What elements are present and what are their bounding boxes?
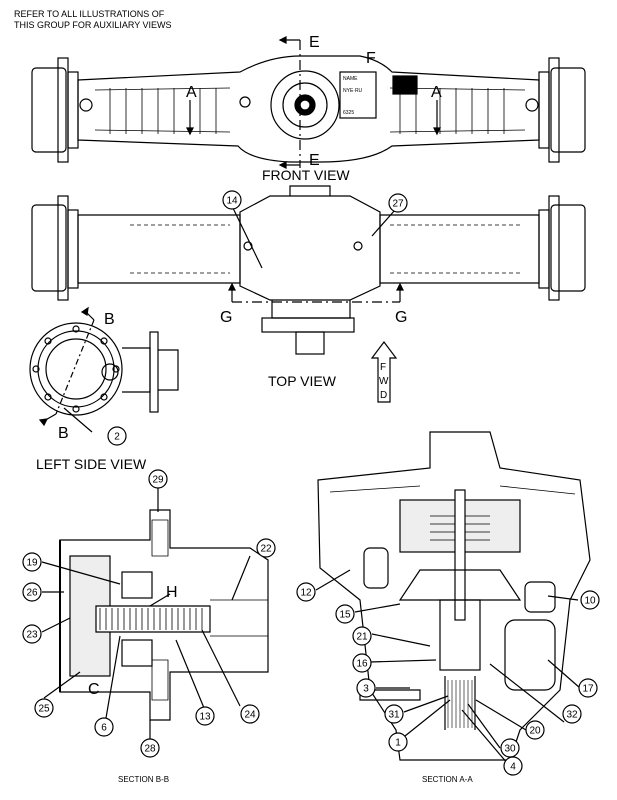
svg-text:15: 15 [339, 610, 351, 621]
left-side-view-drawing [29, 306, 179, 433]
label-e-top: E [309, 34, 320, 51]
callout-31: 31 [384, 704, 404, 724]
callout-3: 3 [356, 678, 376, 698]
fwd-w: W [379, 376, 389, 387]
svg-text:20: 20 [529, 726, 541, 737]
svg-text:12: 12 [300, 588, 312, 599]
svg-text:21: 21 [356, 632, 368, 643]
label-b-top: B [104, 311, 115, 328]
callout-27: 27 [388, 193, 408, 213]
svg-text:25: 25 [38, 704, 50, 715]
svg-text:17: 17 [582, 684, 594, 695]
top-view-drawing [31, 185, 586, 403]
svg-text:19: 19 [26, 558, 38, 569]
callout-12: 12 [296, 582, 316, 602]
fwd-d: D [380, 390, 387, 401]
front-view-title: FRONT VIEW [262, 167, 350, 183]
callout-24: 24 [240, 704, 260, 724]
callout-25: 25 [34, 698, 54, 718]
callout-30: 30 [500, 738, 520, 758]
svg-text:32: 32 [566, 710, 578, 721]
label-c: C [88, 681, 100, 698]
callout-13: 13 [195, 706, 215, 726]
callout-2: 2 [107, 426, 127, 446]
svg-text:24: 24 [244, 710, 256, 721]
front-view-drawing [31, 36, 586, 169]
svg-text:30: 30 [504, 744, 516, 755]
callout-10: 10 [580, 590, 600, 610]
svg-text:3: 3 [363, 684, 369, 695]
callout-32: 32 [562, 704, 582, 724]
plate-line-2: NYE·RU [343, 88, 363, 94]
label-h: H [166, 584, 178, 601]
label-g-left: G [220, 309, 232, 326]
callouts: 14 27 2 29 22 19 26 23 25 6 13 24 28 12 … [22, 190, 600, 776]
callout-28: 28 [140, 738, 160, 758]
top-view-title: TOP VIEW [268, 373, 337, 389]
svg-text:28: 28 [144, 744, 156, 755]
svg-text:23: 23 [26, 630, 38, 641]
callout-15: 15 [335, 604, 355, 624]
svg-text:26: 26 [26, 588, 38, 599]
svg-text:29: 29 [152, 475, 164, 486]
callout-6: 6 [94, 717, 114, 737]
note-line-1: REFER TO ALL ILLUSTRATIONS OF [14, 9, 165, 19]
left-side-view-title: LEFT SIDE VIEW [36, 456, 147, 472]
section-aa-drawing [315, 431, 591, 765]
svg-text:1: 1 [395, 738, 401, 749]
callout-21: 21 [352, 626, 372, 646]
callout-19: 19 [22, 552, 42, 572]
callout-29: 29 [148, 469, 168, 489]
label-g-right: G [395, 309, 407, 326]
section-bb-drawing [41, 488, 269, 740]
plate-line-3: 6325 [343, 110, 354, 116]
svg-text:14: 14 [226, 196, 238, 207]
callout-17: 17 [578, 678, 598, 698]
callout-20: 20 [525, 720, 545, 740]
callout-22: 22 [256, 538, 276, 558]
section-aa-title: SECTION A-A [422, 775, 473, 784]
svg-text:6: 6 [101, 723, 107, 734]
svg-text:31: 31 [388, 710, 400, 721]
svg-text:27: 27 [392, 199, 404, 210]
label-a-right: A [431, 84, 442, 101]
svg-text:4: 4 [510, 762, 516, 773]
callout-26: 26 [22, 582, 42, 602]
callout-14: 14 [222, 190, 242, 210]
label-f: F [366, 50, 376, 67]
fwd-f: F [380, 362, 386, 373]
note-line-2: THIS GROUP FOR AUXILIARY VIEWS [14, 20, 172, 30]
callout-16: 16 [352, 653, 372, 673]
svg-text:13: 13 [199, 712, 211, 723]
callout-4: 4 [503, 756, 523, 776]
label-e-bottom: E [309, 152, 320, 169]
callout-23: 23 [22, 624, 42, 644]
svg-text:22: 22 [260, 544, 272, 555]
plate-name: NAME [343, 76, 358, 82]
label-a-left: A [186, 84, 197, 101]
section-bb-title: SECTION B-B [118, 775, 169, 784]
label-b-bottom: B [58, 425, 69, 442]
callout-1: 1 [388, 732, 408, 752]
svg-text:2: 2 [114, 432, 120, 443]
svg-text:16: 16 [356, 659, 368, 670]
svg-text:10: 10 [584, 596, 596, 607]
